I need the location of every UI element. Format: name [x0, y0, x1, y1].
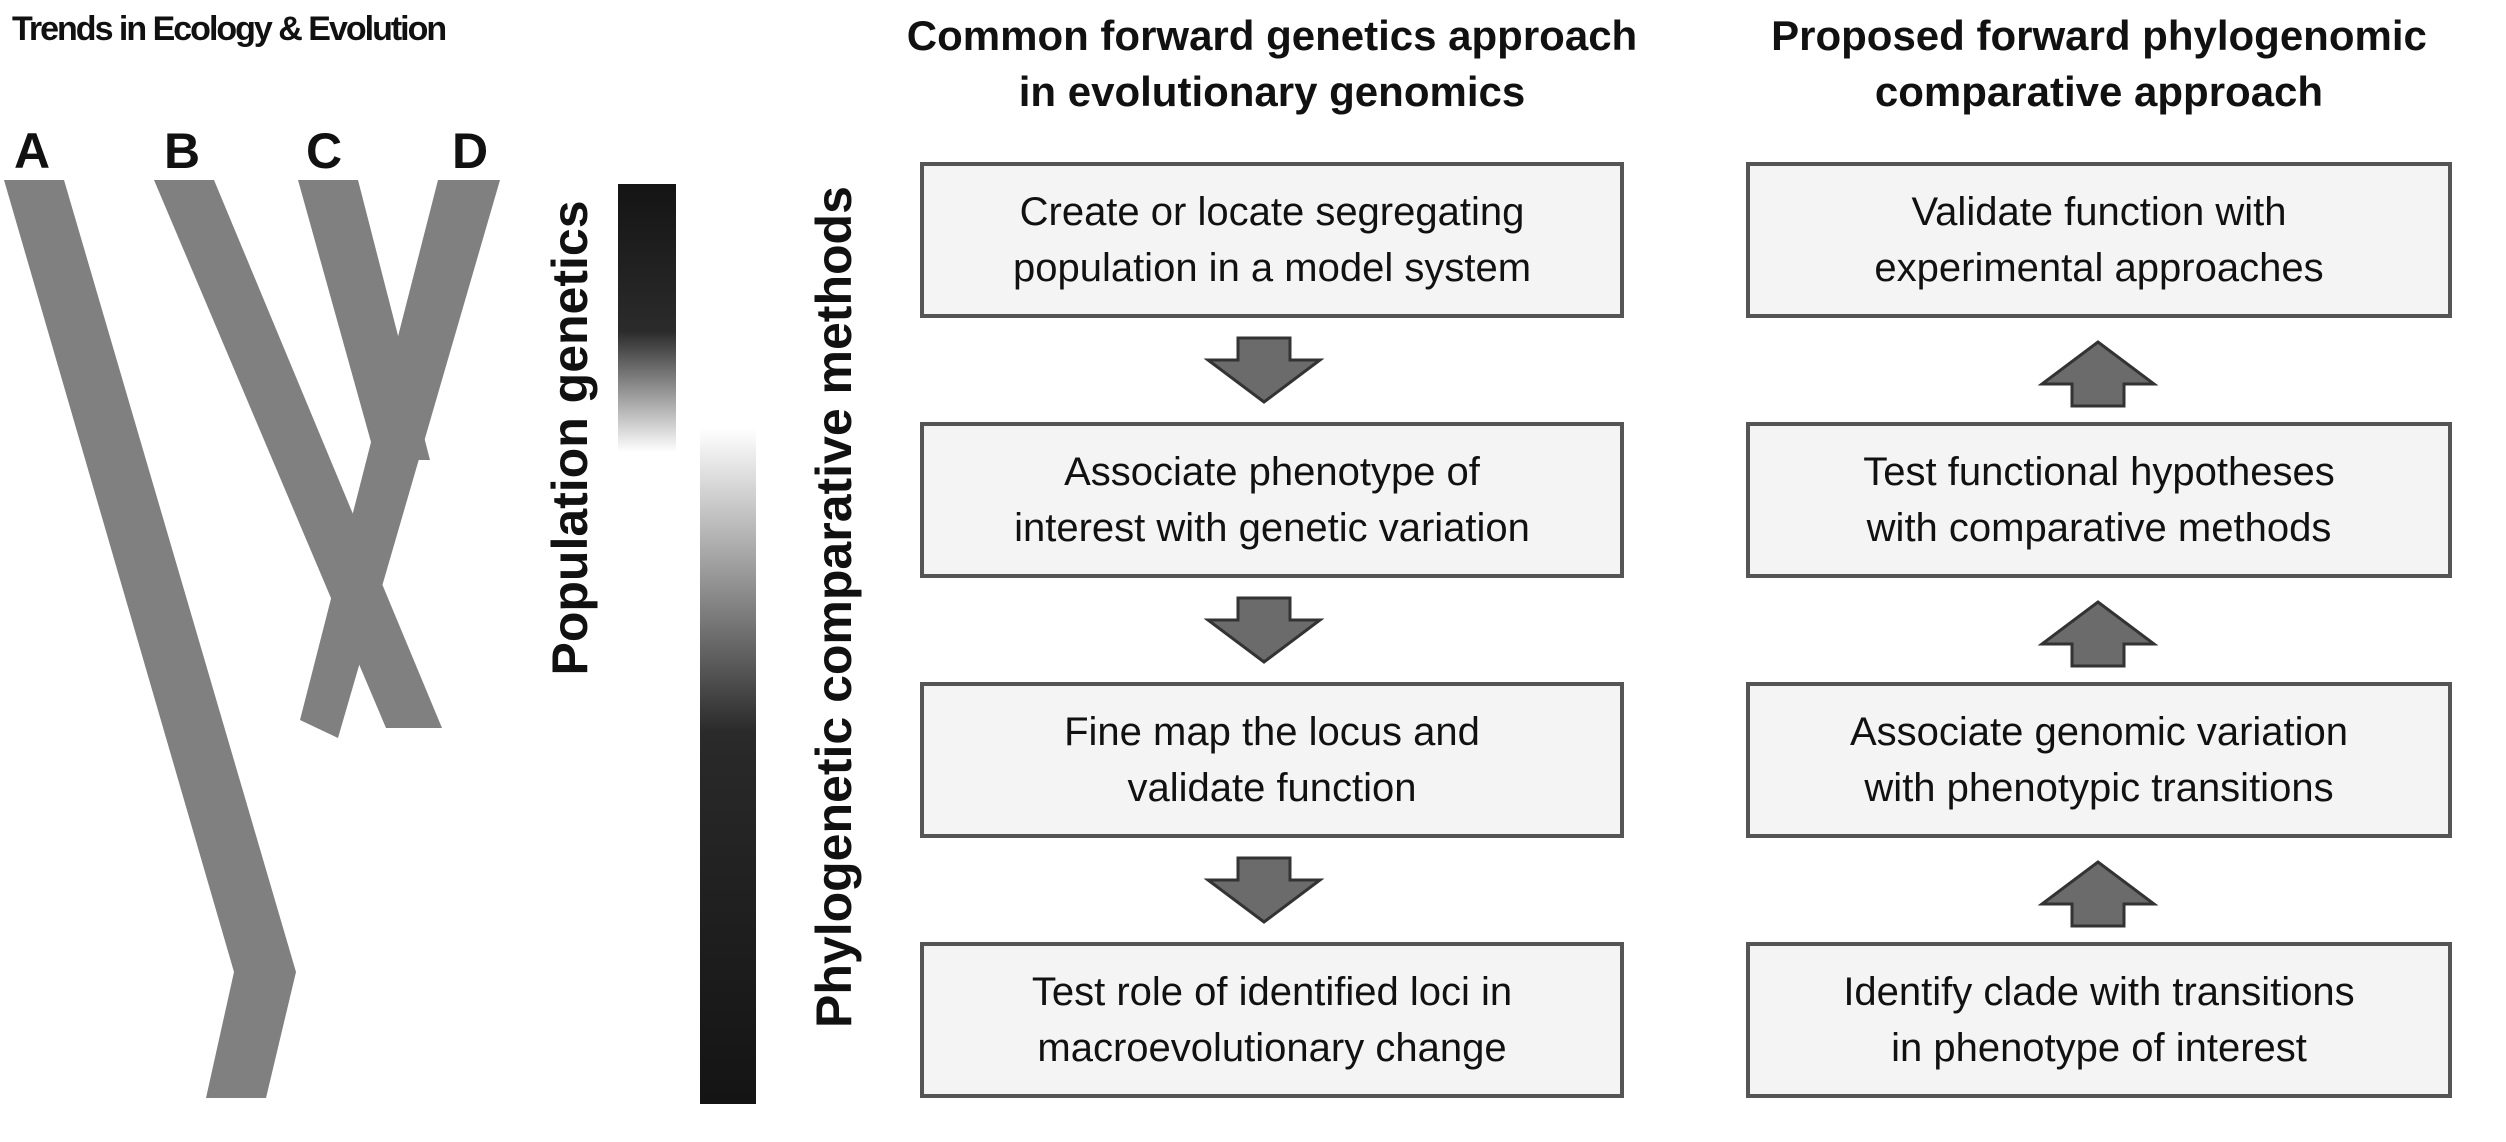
right-step-3-line2: with phenotypic transitions — [1864, 766, 2334, 810]
right-step-4-line2: in phenotype of interest — [1891, 1026, 2307, 1070]
right-column-title: Proposed forward phylogenomic comparativ… — [1704, 8, 2494, 120]
left-step-2: Associate phenotype of interest with gene… — [920, 422, 1624, 578]
right-step-4: Identify clade with transitions in phenot… — [1746, 942, 2452, 1098]
left-step-4-line1: Test role of identified loci in — [1031, 970, 1513, 1014]
population-genetics-label: Population genetics — [542, 200, 598, 676]
up-arrow-icon — [2038, 340, 2158, 408]
right-step-1: Validate function with experimental appro… — [1746, 162, 2452, 318]
tip-label-d: D — [452, 123, 489, 179]
right-step-1-line1: Validate function with — [1911, 190, 2287, 234]
right-step-3: Associate genomic variation with phenotyp… — [1746, 682, 2452, 838]
phylogenetic-methods-label: Phylogenetic comparative methods — [806, 186, 862, 1028]
left-step-2-line2: interest with genetic variation — [1014, 506, 1530, 550]
left-step-3: Fine map the locus and validate function — [920, 682, 1624, 838]
branch-root — [206, 972, 296, 1098]
down-arrow-icon — [1204, 336, 1324, 404]
phylogenetic-methods-bar — [700, 428, 756, 1104]
right-step-4-line1: Identify clade with transitions — [1843, 970, 2355, 1014]
branch-D — [300, 180, 500, 738]
left-title-line2: in evolutionary genomics — [1018, 68, 1526, 115]
left-step-1-line1: Create or locate segregating — [1019, 190, 1525, 234]
right-step-2-line1: Test functional hypotheses — [1863, 450, 2335, 494]
left-step-4: Test role of identified loci in macroevol… — [920, 942, 1624, 1098]
down-arrow-icon — [1204, 856, 1324, 924]
left-step-4-line2: macroevolutionary change — [1037, 1026, 1507, 1070]
up-arrow-icon — [2038, 600, 2158, 668]
right-step-3-line1: Associate genomic variation — [1849, 710, 2349, 754]
tip-label-c: C — [306, 123, 343, 179]
left-step-3-line2: validate function — [1127, 766, 1417, 810]
right-step-2: Test functional hypotheses with comparati… — [1746, 422, 2452, 578]
left-step-1: Create or locate segregating population i… — [920, 162, 1624, 318]
tip-label-a: A — [14, 123, 51, 179]
left-step-2-line1: Associate phenotype of — [1064, 450, 1480, 494]
phylogenetic-tree — [4, 180, 500, 1098]
journal-name: Trends in Ecology & Evolution — [12, 10, 447, 48]
population-genetics-bar — [618, 184, 676, 452]
down-arrow-icon — [1204, 596, 1324, 664]
left-step-1-line2: population in a model system — [1012, 246, 1532, 290]
right-step-1-line2: experimental approaches — [1874, 246, 2324, 290]
right-title-line1: Proposed forward phylogenomic — [1771, 12, 2427, 59]
right-title-line2: comparative approach — [1874, 68, 2324, 115]
tip-label-b: B — [164, 123, 201, 179]
branch-A — [4, 180, 296, 972]
right-step-2-line2: with comparative methods — [1866, 506, 2332, 550]
left-step-3-line1: Fine map the locus and — [1064, 710, 1480, 754]
left-column-title: Common forward genetics approach in evol… — [862, 8, 1682, 120]
up-arrow-icon — [2038, 860, 2158, 928]
left-title-line1: Common forward genetics approach — [906, 12, 1638, 59]
